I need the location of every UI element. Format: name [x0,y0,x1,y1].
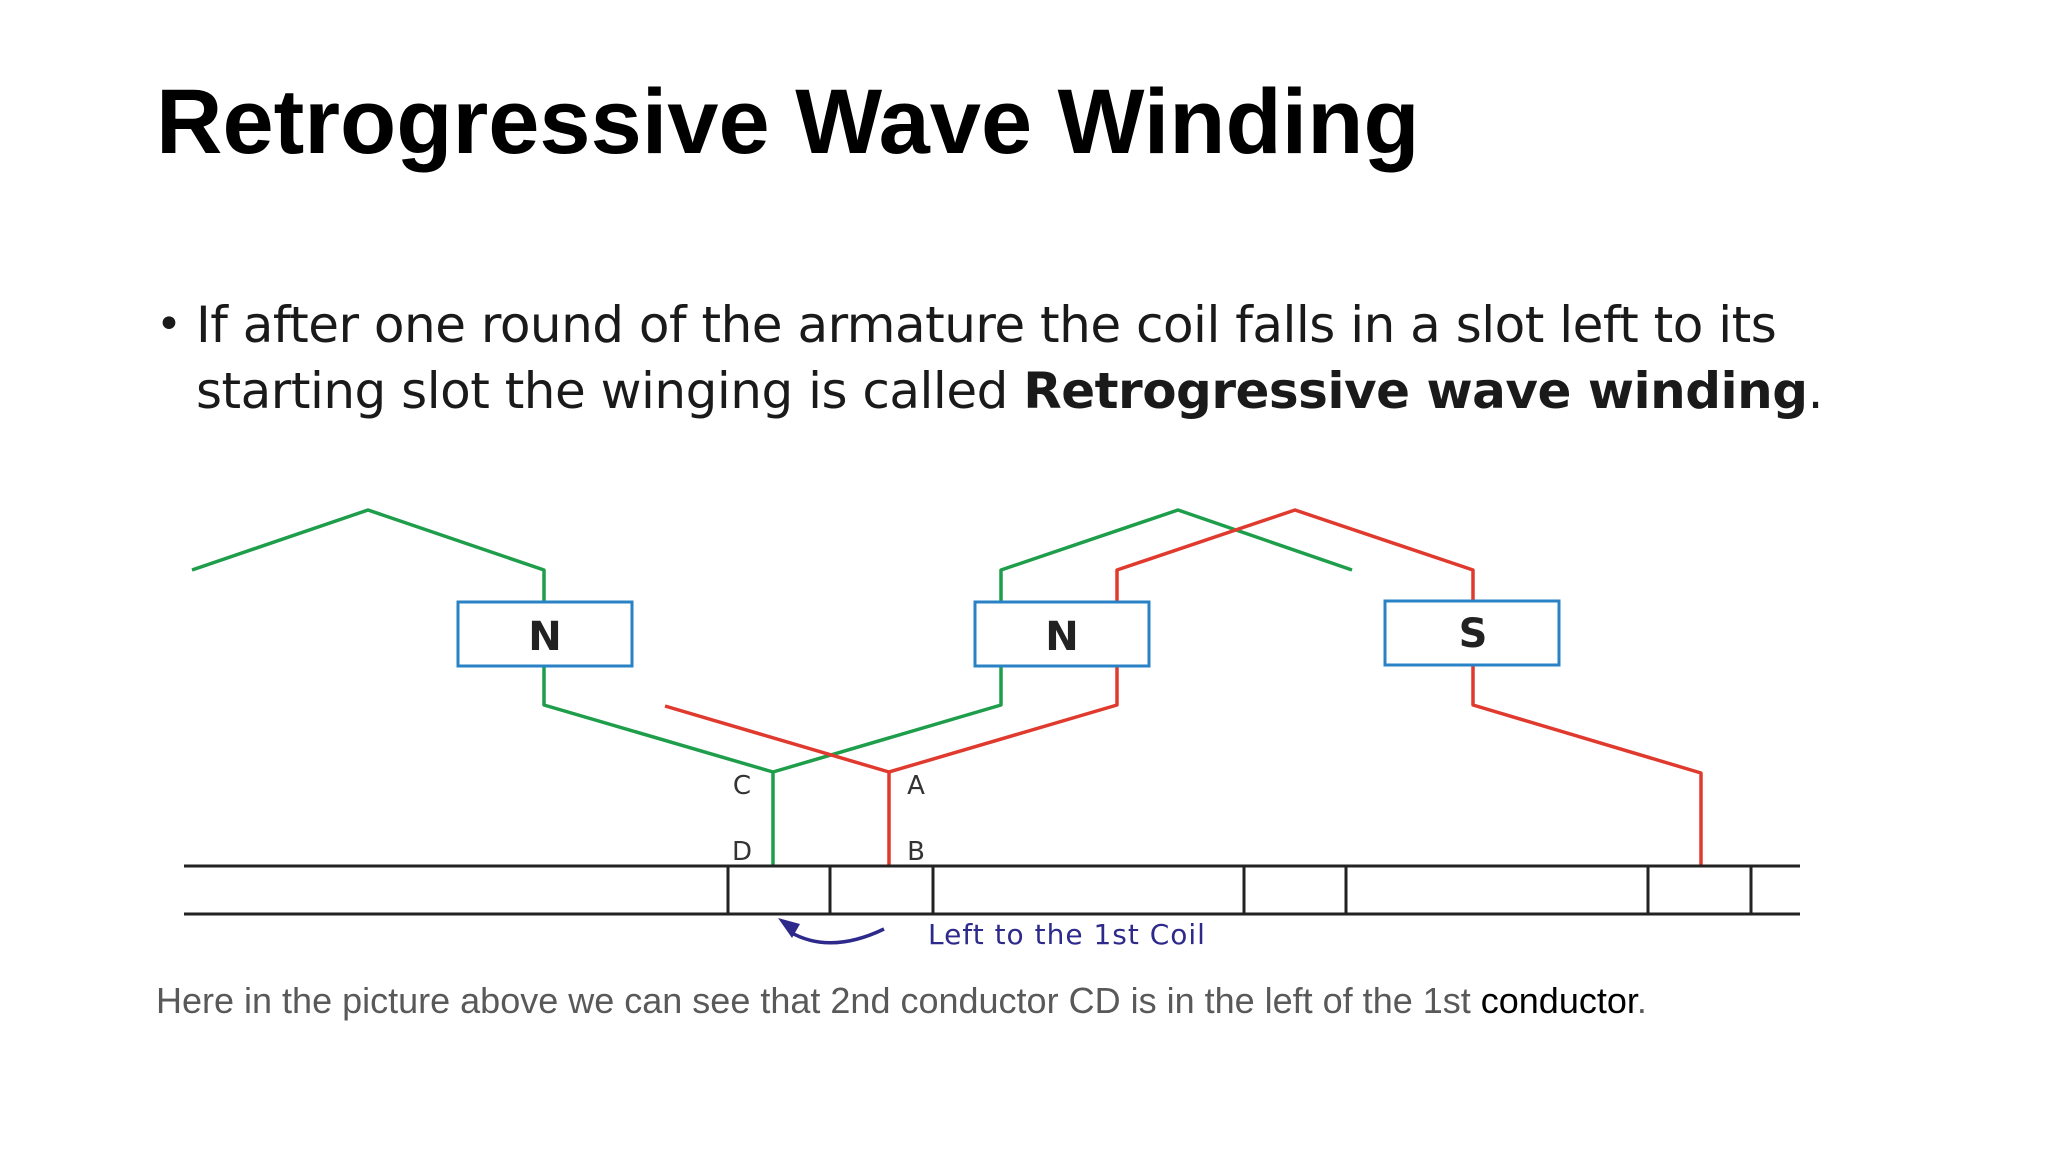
bullet-text-bold: Retrogressive wave winding [1023,362,1808,420]
armature-slots [184,864,1800,916]
coil-1-cross [888,666,1119,774]
coil-2-cross [772,666,1003,774]
coil-1-top-overhang [1115,508,1475,602]
label-b: B [907,837,925,867]
bullet-text-end: . [1807,362,1824,420]
coil-2-green [191,508,1353,865]
coil-2-left-overhang [191,508,546,602]
annotation-text: Left to the 1st Coil [928,918,1206,951]
pole-n-1-label: N [528,614,561,660]
bullet-dot-icon: • [156,299,182,350]
label-d: D [732,837,752,867]
coil-1-left [664,704,891,865]
pole-s: S [1383,599,1561,667]
pole-n-1: N [456,600,634,668]
pole-n-2-box [973,600,1151,668]
slide-title: Retrogressive Wave Winding [156,71,1420,173]
caption-text: Here in the picture above we can see tha… [156,980,1481,1021]
coil-1-right-lower [1471,666,1703,865]
arrow-curve [789,927,885,945]
label-a: A [907,771,925,801]
coil-2-right-overhang [999,508,1353,602]
pole-s-label: S [1459,611,1488,657]
bullet-text: If after one round of the armature the c… [196,292,1916,424]
coil-2-left-lower [542,666,775,865]
caption-end: . [1636,980,1647,1021]
arrow-head [778,918,800,938]
left-arrow-icon [778,918,885,945]
pole-s-box [1383,599,1561,667]
caption: Here in the picture above we can see tha… [156,980,1647,1022]
coil-1-red [664,508,1703,865]
caption-emphasis: conductor [1480,980,1637,1021]
bullet-text-plain: If after one round of the armature the c… [196,296,1777,420]
pole-n-2: N [973,600,1151,668]
label-c: C [733,771,751,801]
pole-n-2-label: N [1045,614,1078,660]
pole-n-1-box [456,600,634,668]
